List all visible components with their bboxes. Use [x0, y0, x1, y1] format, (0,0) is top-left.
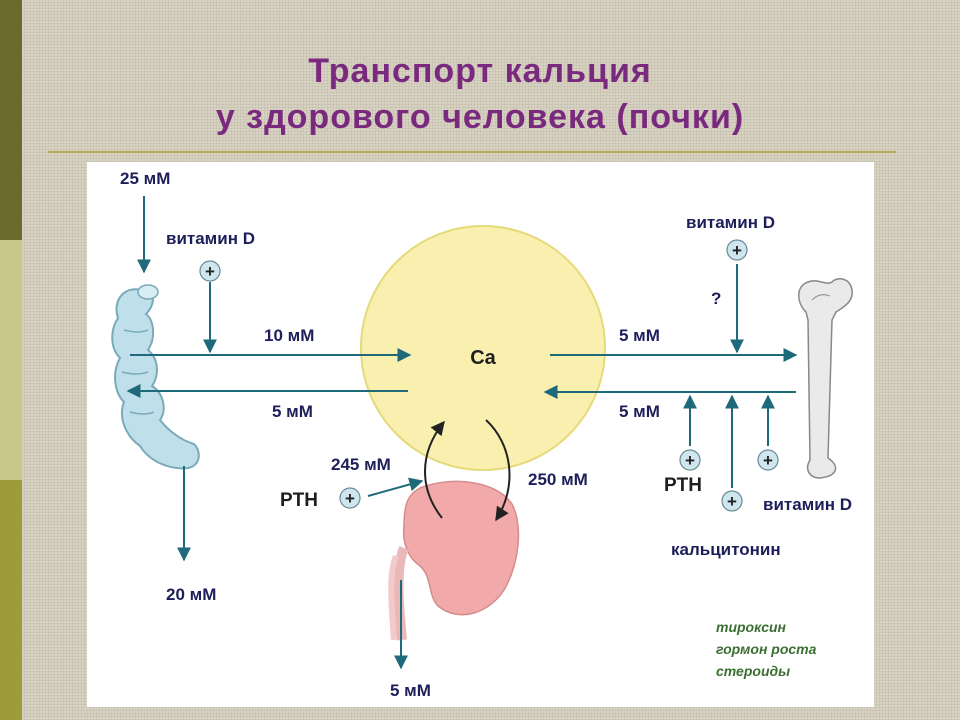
- plus-vitamin-d-bone: +: [757, 449, 779, 471]
- plus-pth-bone: +: [679, 449, 701, 471]
- title-divider: [48, 151, 896, 153]
- intake-label: 25 мМ: [120, 169, 170, 188]
- decorative-bar-top: [0, 0, 22, 240]
- svg-text:+: +: [763, 451, 773, 470]
- absorbed-label: 10 мМ: [264, 326, 314, 345]
- intestine-icon: [111, 284, 200, 470]
- filtration-arrow: [424, 420, 445, 519]
- pth-bone-label: PTH: [664, 475, 702, 496]
- unknown-effect-label: ?: [711, 289, 721, 308]
- slide-title-line2: у здорового человека (почки): [215, 98, 745, 136]
- pth-kidney-arrow: [367, 477, 424, 497]
- plus-vitamin-d-bone-top: +: [726, 239, 748, 261]
- bone-icon: [798, 277, 853, 479]
- secreted-label: 5 мМ: [272, 402, 313, 421]
- pth-kidney-label: PTH: [280, 490, 318, 511]
- filtered-label: 245 мМ: [331, 455, 391, 474]
- svg-text:+: +: [685, 451, 695, 470]
- plus-pth-kidney: +: [339, 487, 361, 509]
- kidney-icon: [388, 480, 520, 641]
- reabsorbed-label: 250 мМ: [528, 470, 588, 489]
- bone-resorption-label: 5 мМ: [619, 402, 660, 421]
- reabsorption-arrow: [485, 419, 511, 522]
- svg-text:+: +: [345, 489, 355, 508]
- decorative-bar-bottom: [0, 480, 22, 720]
- vitamin-d-bone-label: витамин D: [763, 495, 852, 514]
- calcium-label: Ca: [470, 347, 496, 369]
- plus-vitamin-d-intestine: +: [199, 260, 221, 282]
- other-factor-3: стероиды: [716, 663, 790, 679]
- calcium-pool: [360, 225, 606, 471]
- vitamin-d-bone-top-label: витамин D: [686, 213, 775, 232]
- svg-text:+: +: [727, 492, 737, 511]
- bone-deposit-label: 5 мМ: [619, 326, 660, 345]
- decorative-bar-middle: [0, 240, 22, 480]
- fecal-label: 20 мМ: [166, 585, 216, 604]
- vitamin-d-intestine-label: витамин D: [166, 229, 255, 248]
- urine-label: 5 мМ: [390, 681, 431, 700]
- svg-text:+: +: [732, 241, 742, 260]
- calcitonin-label: кальцитонин: [671, 540, 781, 559]
- plus-calcitonin: +: [721, 490, 743, 512]
- svg-text:+: +: [205, 262, 215, 281]
- other-factor-1: тироксин: [716, 619, 787, 635]
- other-factor-2: гормон роста: [716, 641, 817, 657]
- slide-title-line1: Транспорт кальция: [308, 52, 652, 90]
